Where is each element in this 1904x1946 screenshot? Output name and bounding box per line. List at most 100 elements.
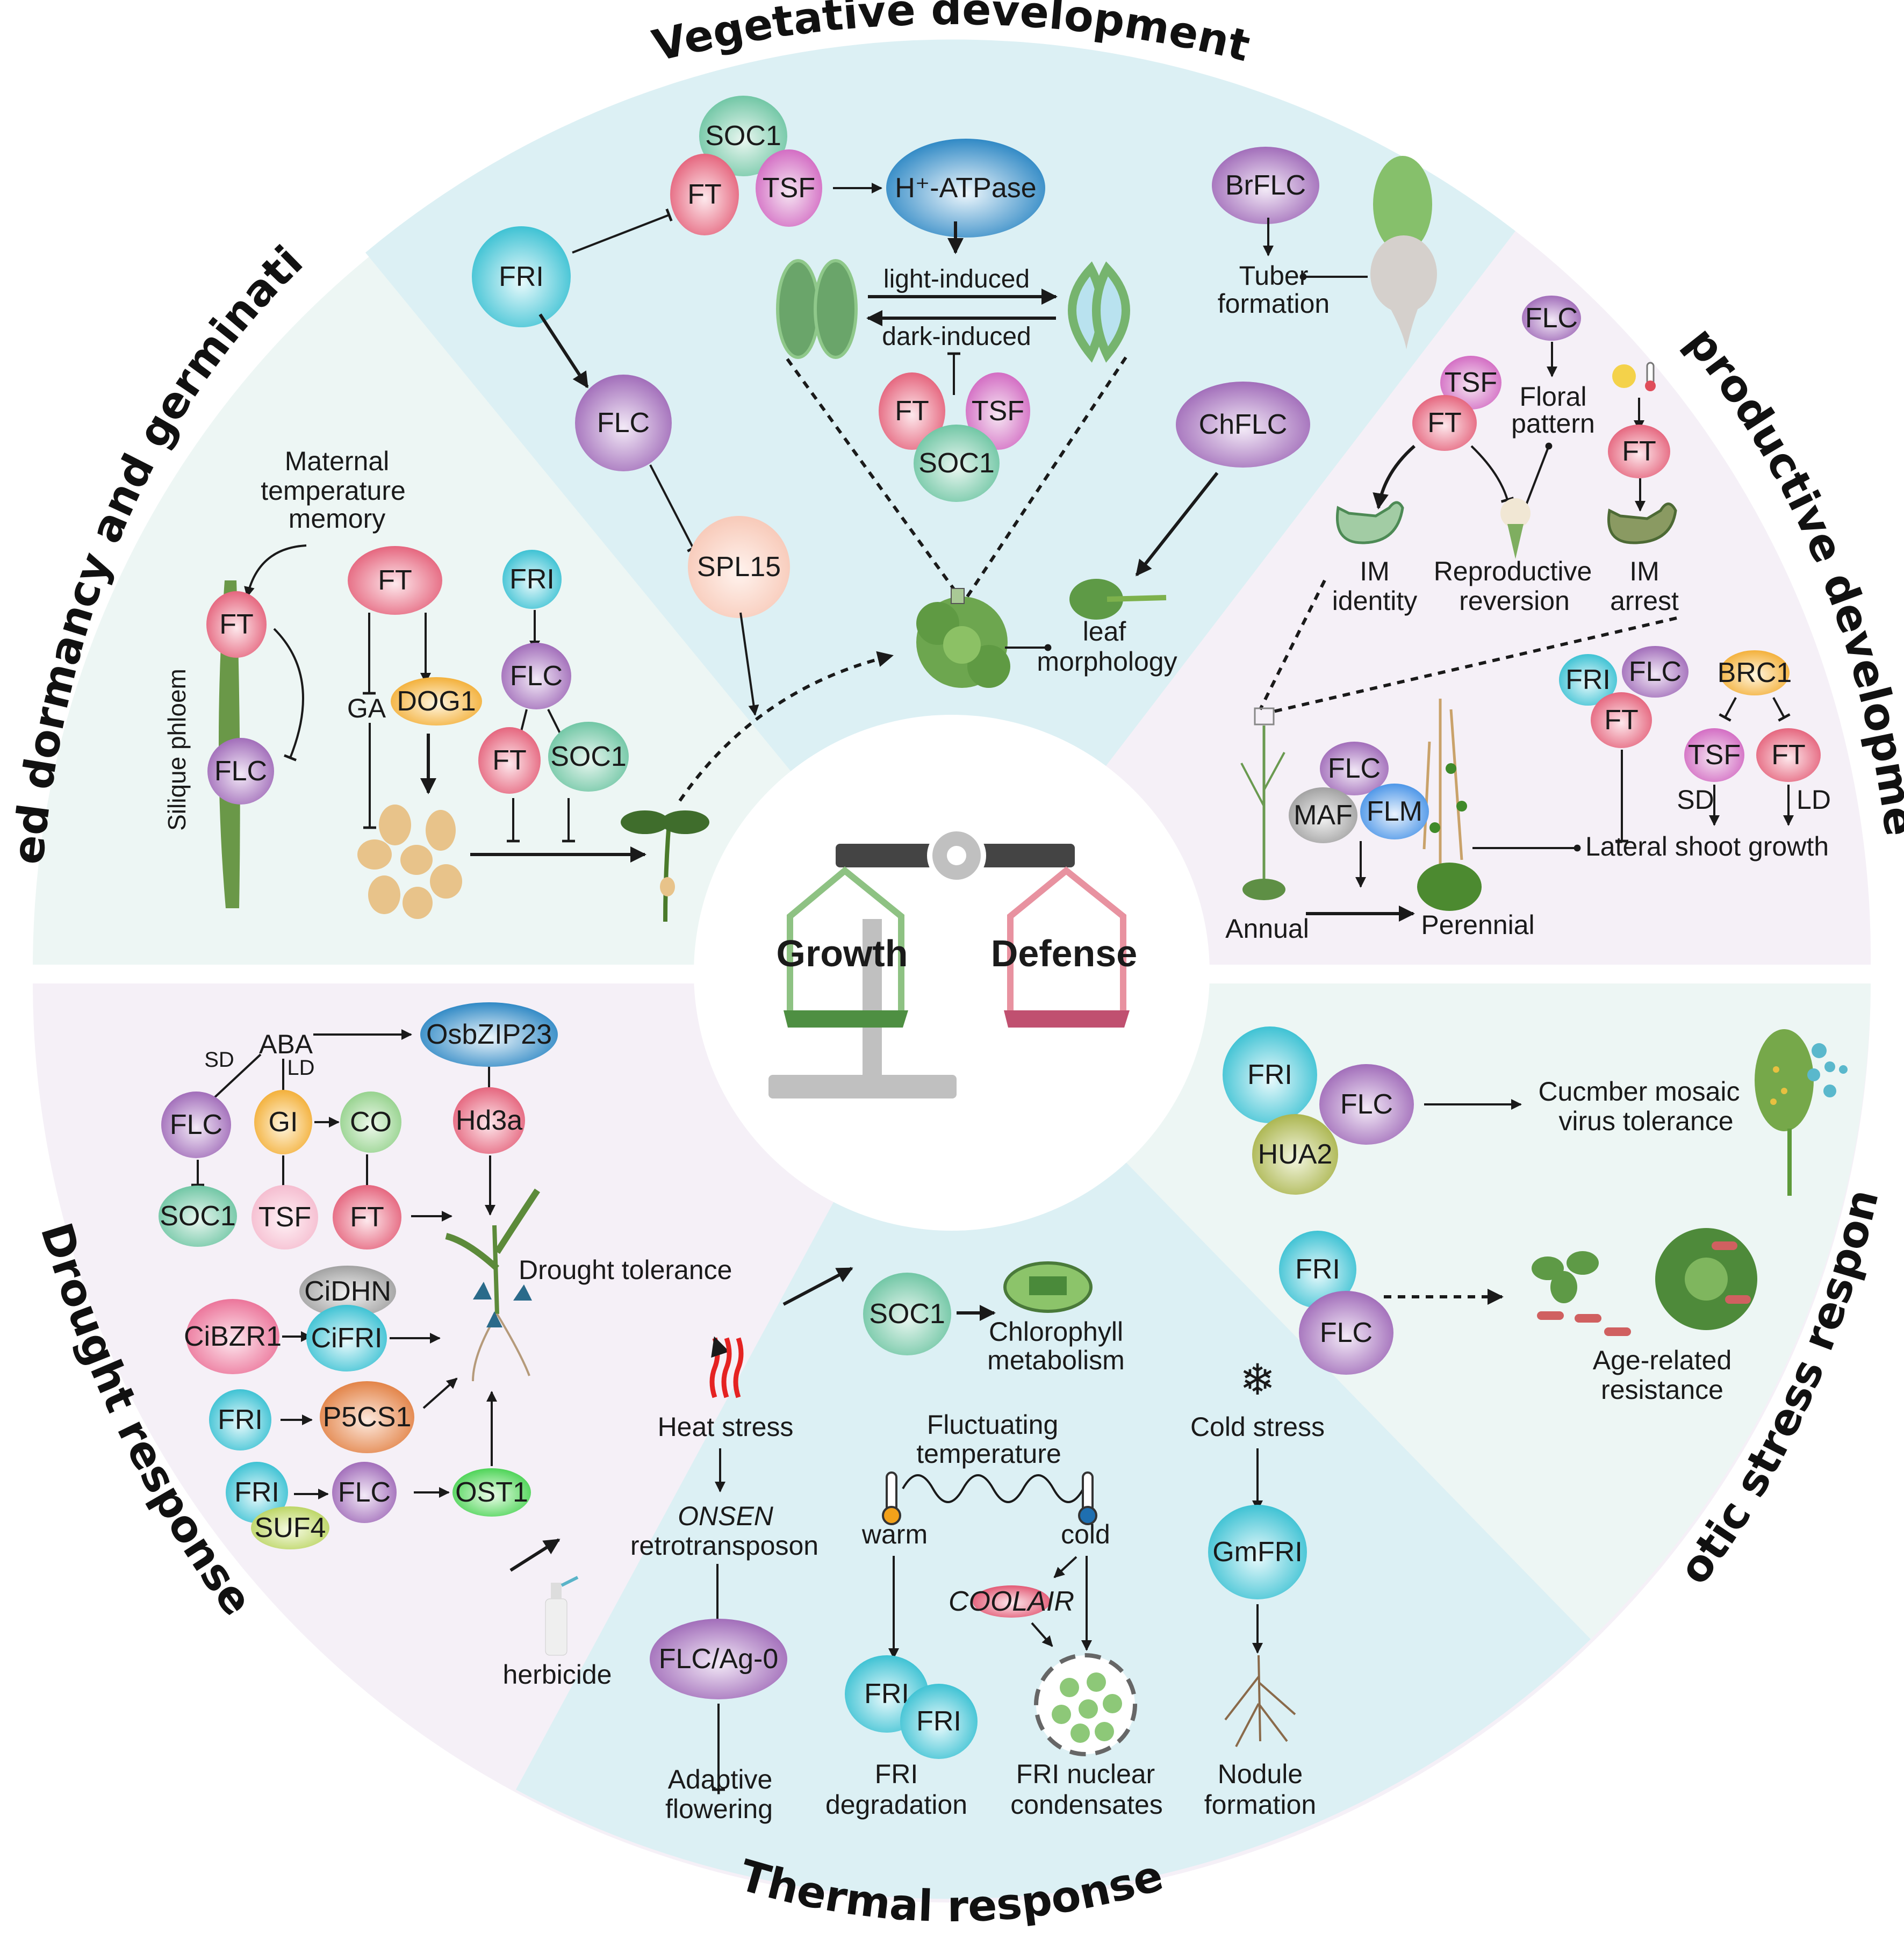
node-tsf-2 bbox=[1684, 728, 1744, 782]
node-cibzr1 bbox=[186, 1299, 279, 1374]
annual-label: Annual bbox=[1225, 914, 1309, 944]
growth-label: Growth bbox=[777, 932, 908, 974]
node-cibzr1-label: CiBZR1 bbox=[184, 1321, 282, 1352]
ga-label: GA bbox=[347, 693, 386, 723]
chlorophyll-label-1: Chlorophyll bbox=[989, 1317, 1123, 1347]
node-tsf bbox=[252, 1185, 318, 1250]
node-flc-label: FLC bbox=[597, 407, 650, 439]
inflorescence-meristem-icon bbox=[1336, 501, 1404, 544]
node-flc-label: FLC bbox=[1525, 303, 1578, 334]
reversion-label-2: reversion bbox=[1459, 586, 1570, 616]
node-cidhn bbox=[299, 1266, 396, 1317]
fri-condensates-label-2: condensates bbox=[1010, 1790, 1163, 1820]
node-soc1 bbox=[548, 722, 629, 792]
biotic-sector: FRI FLC HUA2 Cucmber mosaic virus tolera… bbox=[1223, 1026, 1848, 1405]
light-induced-label: light-induced bbox=[883, 265, 1030, 293]
mature-plant-with-bacteria-icon bbox=[1655, 1228, 1757, 1330]
node-flc bbox=[161, 1092, 231, 1158]
node-gi bbox=[254, 1090, 312, 1154]
node-gi-label: GI bbox=[269, 1107, 298, 1138]
seeds-icon bbox=[357, 805, 462, 919]
node-tsf bbox=[756, 149, 822, 227]
floral-pattern-label-1: Floral bbox=[1519, 382, 1586, 412]
age-related-label-2: resistance bbox=[1601, 1375, 1723, 1405]
node-tsf-2-label: TSF bbox=[1688, 739, 1741, 771]
node-tsf bbox=[1440, 356, 1501, 410]
perennial-plant-icon bbox=[1417, 699, 1482, 911]
node-ft-3-label: FT bbox=[1604, 705, 1639, 736]
node-brflc-label: BrFLC bbox=[1225, 170, 1306, 201]
leaf-icon bbox=[1069, 579, 1167, 620]
node-flc-2 bbox=[1622, 646, 1689, 698]
flower-icon bbox=[1500, 498, 1531, 559]
node-osbzip23 bbox=[420, 1002, 558, 1067]
cold-stress-label: Cold stress bbox=[1190, 1412, 1325, 1442]
node-soc1 bbox=[159, 1186, 237, 1247]
node-gmfri-label: GmFRI bbox=[1212, 1536, 1303, 1568]
node-fri-label: FRI bbox=[509, 564, 555, 595]
node-fri bbox=[1223, 1026, 1317, 1123]
node-fri-label: FRI bbox=[218, 1404, 263, 1435]
annual-plant-icon bbox=[1240, 726, 1285, 900]
adaptive-flowering-label-2: flowering bbox=[665, 1794, 773, 1824]
node-ost1 bbox=[452, 1468, 531, 1517]
node-coolair-label: COOLAIR bbox=[949, 1586, 1074, 1617]
tuber-label-2: formation bbox=[1218, 289, 1330, 319]
node-coolair bbox=[973, 1585, 1050, 1618]
maternal-label-1: Maternal bbox=[285, 446, 390, 476]
node-flc bbox=[575, 375, 672, 471]
node-brc1 bbox=[1720, 650, 1790, 695]
node-p5cs1 bbox=[320, 1381, 414, 1453]
node-soc1-2-label: SOC1 bbox=[918, 448, 995, 479]
node-fri-2 bbox=[900, 1684, 978, 1759]
node-cifri-label: CiFRI bbox=[311, 1323, 383, 1354]
node-soc1 bbox=[699, 96, 787, 176]
open-stoma-icon bbox=[1068, 261, 1130, 363]
node-flc-2-label: FLC bbox=[1320, 1317, 1373, 1348]
node-ft-3 bbox=[478, 727, 541, 794]
node-ft-label: FT bbox=[350, 1202, 384, 1233]
node-cidhn-label: CiDHN bbox=[304, 1276, 391, 1307]
node-chflc-label: ChFLC bbox=[1199, 409, 1288, 440]
water-drop-icon bbox=[473, 1282, 532, 1327]
node-suf4-label: SUF4 bbox=[255, 1512, 326, 1543]
snowflake-icon: ❄ bbox=[1239, 1356, 1275, 1404]
retrotransposon-label: retrotransposon bbox=[630, 1531, 818, 1561]
node-flc-2 bbox=[332, 1462, 397, 1523]
dark-induced-label: dark-induced bbox=[882, 322, 1031, 351]
leaf-label-1: leaf bbox=[1083, 616, 1126, 647]
node-spl15 bbox=[688, 516, 790, 618]
node-ft-2-label: FT bbox=[378, 565, 412, 596]
drought-sector: ABA OsbZIP23 SD LD FLC GI CO Hd3a SOC1 T… bbox=[159, 1002, 732, 1549]
onsen-label: ONSEN bbox=[678, 1501, 774, 1531]
node-soc1-label: SOC1 bbox=[869, 1298, 945, 1330]
node-fri-2-label: FRI bbox=[1295, 1254, 1340, 1285]
node-fri-2-label: FRI bbox=[916, 1706, 961, 1737]
node-fri-label: FRI bbox=[1565, 664, 1611, 695]
node-flc-label: FLC bbox=[214, 756, 267, 787]
nuclear-condensates-icon bbox=[1034, 1653, 1137, 1756]
node-ft-label: FT bbox=[219, 609, 254, 640]
node-flc bbox=[1522, 296, 1581, 341]
im-arrest-label-2: arrest bbox=[1610, 586, 1679, 616]
im-identity-label-2: identity bbox=[1332, 586, 1417, 616]
node-flm-label: FLM bbox=[1367, 796, 1422, 827]
node-fri-label: FRI bbox=[864, 1678, 909, 1710]
cold-label: cold bbox=[1061, 1519, 1110, 1549]
node-ft-4-label: FT bbox=[1771, 739, 1806, 771]
node-co-label: CO bbox=[350, 1107, 392, 1138]
leaf-label-2: morphology bbox=[1037, 647, 1177, 677]
ld-label: LD bbox=[287, 1056, 314, 1080]
temperature-wave-icon bbox=[902, 1474, 1084, 1503]
node-dog1 bbox=[391, 677, 482, 726]
node-fri bbox=[1559, 654, 1617, 706]
nodule-label-1: Nodule bbox=[1218, 1759, 1303, 1789]
silique-phloem-label: Silique phloem bbox=[163, 669, 191, 831]
node-hd3a bbox=[453, 1087, 525, 1154]
node-ft-3 bbox=[1591, 692, 1652, 748]
sd-label: SD bbox=[1677, 785, 1714, 815]
node-gmfri bbox=[1208, 1505, 1307, 1599]
node-fri-2 bbox=[226, 1462, 288, 1523]
node-flc-ag0 bbox=[650, 1619, 787, 1699]
node-flc-ag0-label: FLC/Ag-0 bbox=[659, 1643, 779, 1675]
